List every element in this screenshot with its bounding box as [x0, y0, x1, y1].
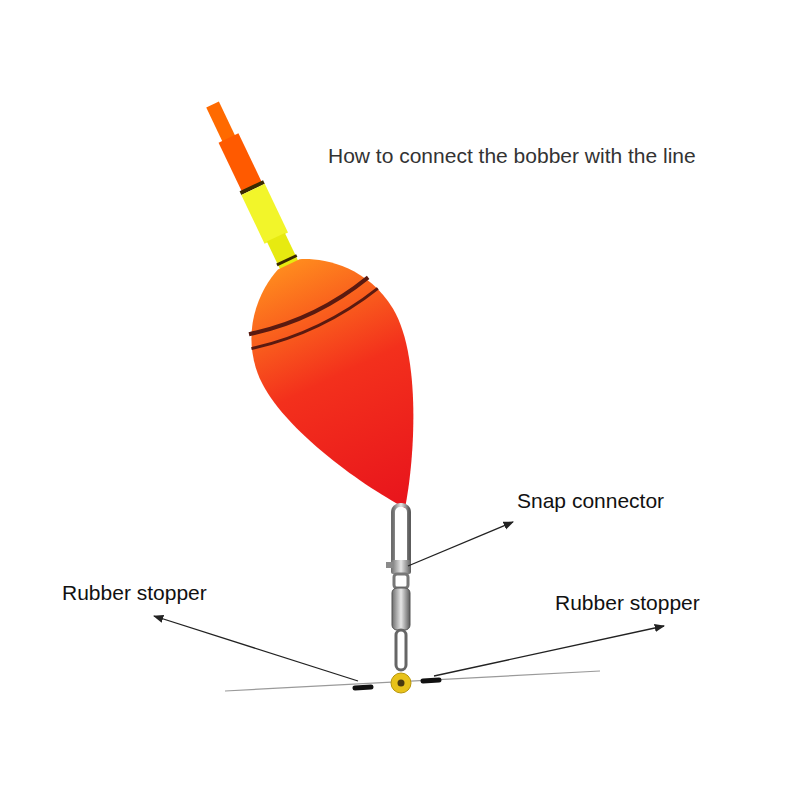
fishing-line	[225, 671, 600, 691]
rubber-stopper	[423, 680, 439, 681]
bobber-antenna	[241, 184, 288, 244]
line-bead	[391, 673, 411, 693]
snap-clasp	[391, 560, 411, 574]
part-label: Rubber stopper	[555, 590, 700, 615]
part-label: Snap connector	[517, 488, 664, 513]
snap-connector	[386, 505, 411, 670]
bead-hole	[398, 680, 405, 687]
rubber-stopper	[355, 687, 371, 688]
snap-clasp	[386, 562, 393, 568]
swivel-eye	[396, 630, 406, 670]
bobber-stripe	[249, 277, 372, 341]
bobber-body	[221, 232, 473, 541]
diagram-title: How to connect the bobber with the line	[328, 143, 696, 168]
bobber-stripe	[251, 288, 381, 355]
swivel-barrel	[392, 588, 410, 630]
leader-line	[154, 616, 358, 681]
leader-line	[408, 522, 513, 566]
part-label: Rubber stopper	[62, 580, 207, 605]
swivel-eye	[394, 574, 408, 588]
leader-line	[434, 626, 664, 676]
bobber	[145, 72, 473, 540]
